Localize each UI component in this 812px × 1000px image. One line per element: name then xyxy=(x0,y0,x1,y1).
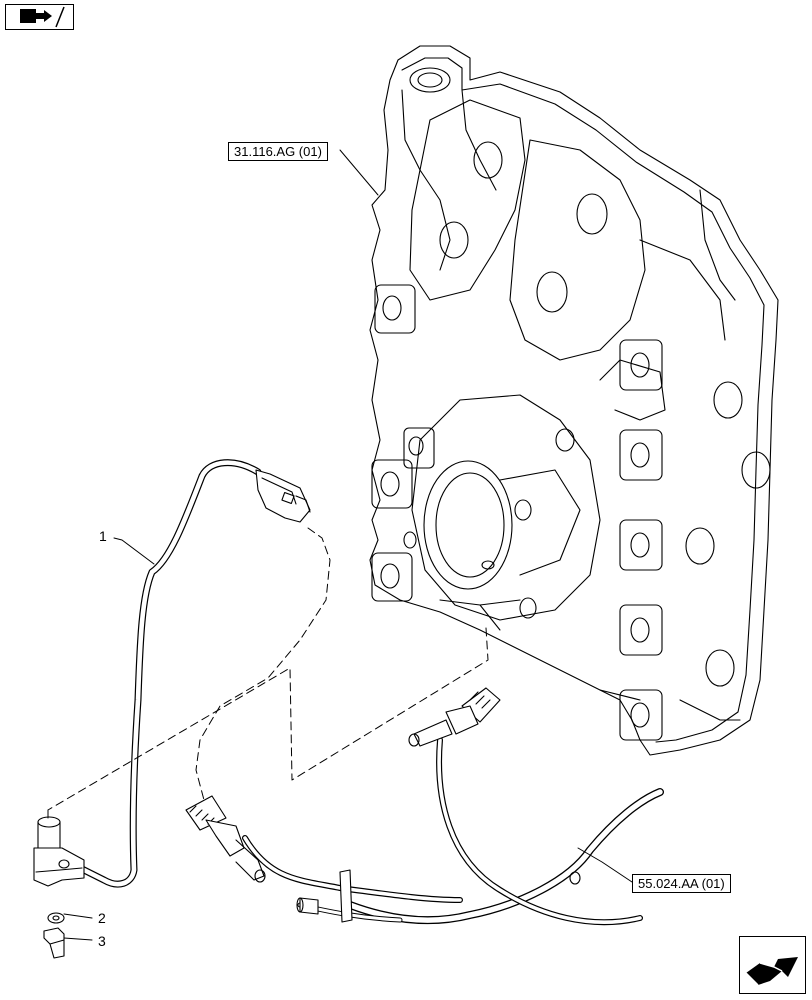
reference-label-upper[interactable]: 31.116.AG (01) xyxy=(228,142,328,161)
reference-label-lower[interactable]: 55.024.AA (01) xyxy=(632,874,731,893)
leader-lines xyxy=(63,149,633,941)
callout-2: 2 xyxy=(98,910,106,926)
next-page-button[interactable] xyxy=(739,936,806,994)
callout-3: 3 xyxy=(98,933,106,949)
washer xyxy=(47,912,65,924)
header-book-icon-box[interactable] xyxy=(5,4,74,30)
assembly-lines xyxy=(47,527,489,821)
wiring-harness xyxy=(185,687,664,926)
gear-housing-cover xyxy=(369,45,779,756)
sensor-harness xyxy=(33,459,311,959)
bolt xyxy=(43,927,65,959)
next-page-arrow-icon xyxy=(745,957,798,986)
book-arrow-icon xyxy=(20,6,65,28)
speed-sensor xyxy=(33,816,85,887)
callout-1: 1 xyxy=(99,528,107,544)
